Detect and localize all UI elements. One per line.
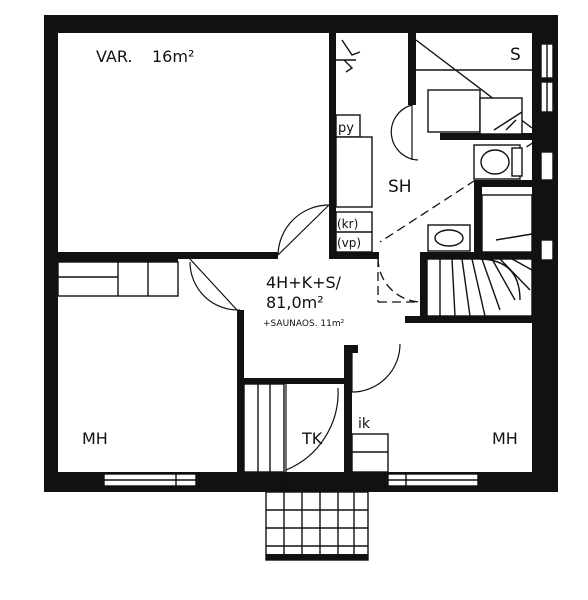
room-labels: VAR. 16m² S SH MH MH TK ik py (kr) (vp): [82, 45, 521, 448]
room-var-area: 16m²: [152, 47, 194, 66]
windows-right: [540, 43, 554, 261]
tk-closets: [243, 383, 285, 473]
fixture-kr: (kr): [337, 217, 358, 231]
wardrobe-left: [57, 261, 179, 297]
entrance-steps: [265, 491, 369, 561]
room-mh-right-name: MH: [492, 429, 518, 448]
summary-area: 81,0m²: [266, 293, 324, 312]
room-var-name: VAR.: [96, 47, 133, 66]
room-sauna-name: S: [510, 45, 521, 65]
room-ik-name: ik: [358, 416, 371, 432]
summary-sauna-note: +SAUNAOS. 11m²: [263, 319, 345, 329]
summary-block: 4H+K+S/ 81,0m² +SAUNAOS. 11m²: [263, 273, 345, 329]
windows-bottom: [103, 473, 479, 487]
room-tk-name: TK: [301, 429, 323, 448]
fixture-py: py: [338, 121, 354, 136]
staircase: [426, 233, 533, 317]
bathroom-fixtures: [335, 39, 533, 253]
interior-walls: [58, 33, 532, 472]
ik-closet: [351, 433, 389, 473]
summary-type: 4H+K+S/: [266, 273, 342, 292]
room-sh-name: SH: [388, 177, 412, 197]
room-mh-left-name: MH: [82, 429, 108, 448]
fixture-vp: (vp): [337, 236, 361, 250]
